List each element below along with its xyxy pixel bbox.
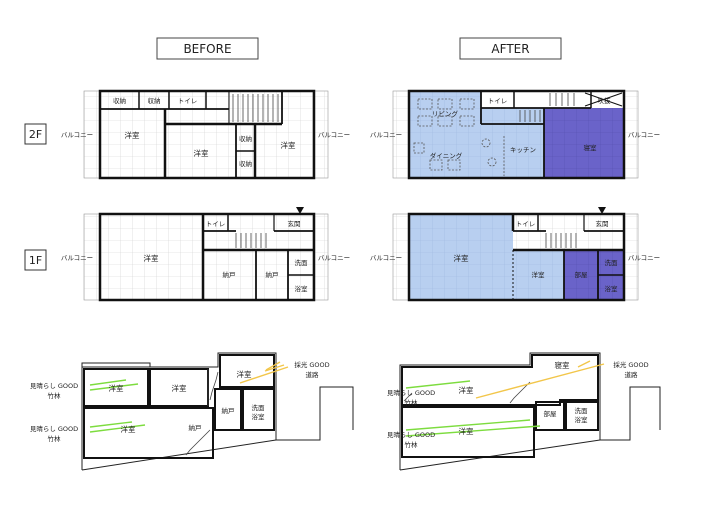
bamboo-label: 竹林 (405, 440, 419, 449)
road-label: 道路 (625, 370, 639, 379)
light-label: 採光 GOOD (294, 360, 329, 369)
room-closet: 納戸 (266, 270, 280, 279)
floor-label-2f: 2F (24, 123, 47, 145)
room-toilet: トイレ (178, 97, 198, 105)
entrance-marker-icon (598, 207, 606, 214)
room-entrance: 玄関 (288, 219, 301, 228)
room-closet: 納戸 (189, 423, 203, 432)
room-western: 洋室 (109, 383, 124, 393)
plan-after-1f: バルコニー バルコニー トイレ 玄関 洋室 洋室 部屋 洗面 浴室 (370, 207, 660, 302)
plan-before-2f: バルコニー バルコニー 収納 収納 トイレ 洋室 洋室 収納 収納 洋室 (61, 89, 350, 180)
room-bathroom: 浴室 (575, 415, 589, 424)
balcony-label: バルコニー (61, 254, 93, 262)
balcony-label: バルコニー (628, 254, 660, 262)
room-bathroom: 浴室 (295, 284, 309, 293)
room-living: リビング (432, 109, 459, 118)
bamboo-label: 竹林 (48, 391, 62, 400)
room-storage: 収納 (239, 134, 252, 143)
section-before: 見晴らし GOOD 竹林 見晴らし GOOD 竹林 採光 GOOD 道路 洋室 … (30, 352, 354, 471)
room-storage: 収納 (239, 159, 252, 168)
view-label: 見晴らし GOOD (387, 430, 435, 439)
room-washroom: 洗面 (575, 406, 589, 415)
room-western: 洋室 (172, 383, 187, 393)
balcony-label: バルコニー (61, 131, 93, 139)
room-washroom: 洗面 (295, 258, 309, 267)
light-label: 採光 GOOD (613, 360, 648, 369)
heading-before: BEFORE (156, 37, 259, 60)
room-storage: 収納 (148, 96, 161, 105)
road-label: 道路 (306, 370, 320, 379)
balcony-label: バルコニー (370, 131, 402, 139)
balcony-label: バルコニー (628, 131, 660, 139)
room-stairwell: 吹抜 (598, 96, 612, 105)
bamboo-label: 竹林 (405, 398, 419, 407)
room-western: 洋室 (281, 140, 296, 150)
room-dining: ダイニング (430, 151, 463, 160)
room-storage: 収納 (113, 96, 126, 105)
room-western: 洋室 (459, 385, 474, 395)
bamboo-label: 竹林 (48, 434, 62, 443)
svg-text:2F: 2F (29, 128, 42, 141)
floor-label-1f: 1F (24, 249, 47, 271)
room-bathroom: 浴室 (252, 412, 266, 421)
svg-text:1F: 1F (29, 254, 42, 267)
room-small: 部屋 (575, 270, 589, 279)
room-bedroom: 寝室 (584, 143, 598, 152)
view-label: 見晴らし GOOD (387, 388, 435, 397)
view-label: 見晴らし GOOD (30, 424, 78, 433)
room-western: 洋室 (459, 426, 474, 436)
room-toilet: トイレ (488, 97, 508, 105)
room-western: 洋室 (532, 270, 546, 279)
room-washroom: 洗面 (252, 403, 266, 412)
room-closet: 納戸 (222, 406, 236, 415)
svg-text:AFTER: AFTER (491, 42, 529, 56)
room-western: 洋室 (454, 253, 469, 263)
room-western: 洋室 (194, 148, 209, 158)
balcony-label: バルコニー (318, 254, 350, 262)
room-western: 洋室 (144, 253, 159, 263)
room-western: 洋室 (237, 369, 252, 379)
plan-before-1f: バルコニー バルコニー トイレ 玄関 洋室 納戸 納戸 洗面 浴室 (61, 207, 350, 302)
heading-after: AFTER (459, 37, 562, 60)
room-toilet: トイレ (206, 220, 226, 228)
balcony-label: バルコニー (318, 131, 350, 139)
room-entrance: 玄関 (596, 219, 609, 228)
balcony-label: バルコニー (370, 254, 402, 262)
room-toilet: トイレ (516, 220, 536, 228)
entrance-marker-icon (296, 207, 304, 214)
room-western: 洋室 (121, 424, 136, 434)
room-kitchen: キッチン (510, 146, 536, 154)
room-closet: 納戸 (223, 270, 237, 279)
svg-text:BEFORE: BEFORE (183, 42, 231, 56)
plan-after-2f: バルコニー バルコニー リビング トイレ 吹抜 ダイニング キッチン 寝室 (370, 89, 660, 180)
room-washroom: 洗面 (605, 258, 619, 267)
view-label: 見晴らし GOOD (30, 381, 78, 390)
section-after: 採光 GOOD 道路 見晴らし GOOD 竹林 見晴らし GOOD 竹林 寝室 … (387, 352, 661, 471)
room-bedroom: 寝室 (555, 360, 570, 370)
room-small: 部屋 (544, 409, 558, 418)
room-bathroom: 浴室 (605, 284, 619, 293)
room-western: 洋室 (125, 130, 140, 140)
